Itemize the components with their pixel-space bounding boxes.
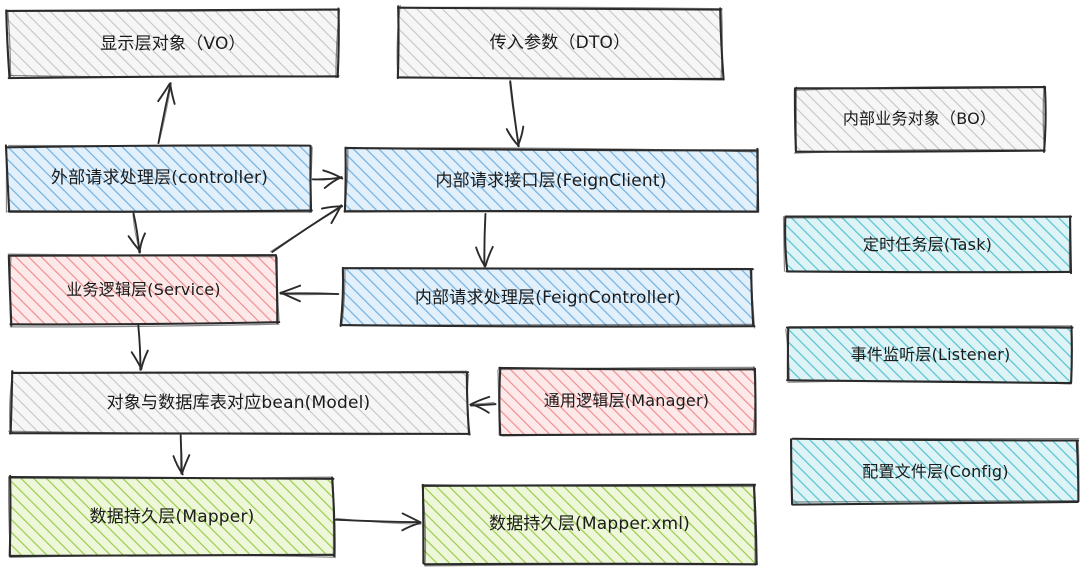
arrow-feign-controller-to-service — [279, 284, 340, 303]
arrow-service-to-model — [130, 323, 149, 371]
node-label-mapper: 数据持久层(Mapper) — [89, 506, 255, 527]
node-dto[interactable]: 传入参数（DTO） — [398, 8, 722, 78]
node-label-feign-controller: 内部请求处理层(FeignController) — [414, 288, 682, 309]
node-mapper-xml[interactable]: 数据持久层(Mapper.xml) — [424, 485, 755, 564]
node-shapes — [4, 4, 1080, 567]
node-label-dto: 传入参数（DTO） — [489, 32, 631, 53]
arrow-feign-client-to-feign-controller — [475, 212, 494, 268]
arrow-manager-to-model — [469, 395, 497, 414]
node-label-task: 定时任务层(Task) — [862, 235, 993, 255]
node-label-service: 业务逻辑层(Service) — [66, 280, 221, 300]
node-label-controller: 外部请求处理层(controller) — [50, 168, 269, 189]
node-label-vo: 显示层对象（VO） — [100, 33, 246, 54]
node-listener[interactable]: 事件监听层(Listener) — [788, 328, 1073, 382]
node-label-feign-client: 内部请求接口层(FeignClient) — [435, 170, 667, 191]
arrow-model-to-mapper — [172, 434, 191, 476]
arrow-mapper-to-mapper-xml — [334, 512, 422, 532]
arrow-controller-to-feign-client — [311, 169, 344, 189]
node-feign-client[interactable]: 内部请求接口层(FeignClient) — [345, 150, 757, 212]
node-label-bo: 内部业务对象（BO） — [842, 109, 997, 129]
node-bo[interactable]: 内部业务对象（BO） — [795, 88, 1044, 150]
node-service[interactable]: 业务逻辑层(Service) — [10, 256, 277, 324]
node-task[interactable]: 定时任务层(Task) — [785, 218, 1070, 272]
node-label-model: 对象与数据库表对应bean(Model) — [106, 393, 371, 414]
edge-arrows — [127, 80, 525, 532]
node-feign-controller[interactable]: 内部请求处理层(FeignController) — [343, 270, 753, 327]
node-model[interactable]: 对象与数据库表对应bean(Model) — [10, 373, 467, 434]
node-label-listener: 事件监听层(Listener) — [850, 345, 1011, 365]
arrow-controller-to-service — [127, 212, 146, 254]
node-config[interactable]: 配置文件层(Config) — [793, 440, 1078, 503]
node-label-config: 配置文件层(Config) — [862, 461, 1009, 481]
arrow-controller-to-vo — [157, 82, 176, 145]
arrow-service-to-feign-client — [270, 204, 344, 253]
node-mapper[interactable]: 数据持久层(Mapper) — [10, 478, 334, 556]
node-label-manager: 通用逻辑层(Manager) — [543, 391, 710, 411]
node-vo[interactable]: 显示层对象（VO） — [8, 10, 338, 78]
node-manager[interactable]: 通用逻辑层(Manager) — [499, 368, 754, 434]
node-label-mapper-xml: 数据持久层(Mapper.xml) — [489, 514, 690, 535]
node-controller[interactable]: 外部请求处理层(controller) — [8, 145, 311, 212]
arrow-dto-to-feign-client — [505, 80, 525, 148]
